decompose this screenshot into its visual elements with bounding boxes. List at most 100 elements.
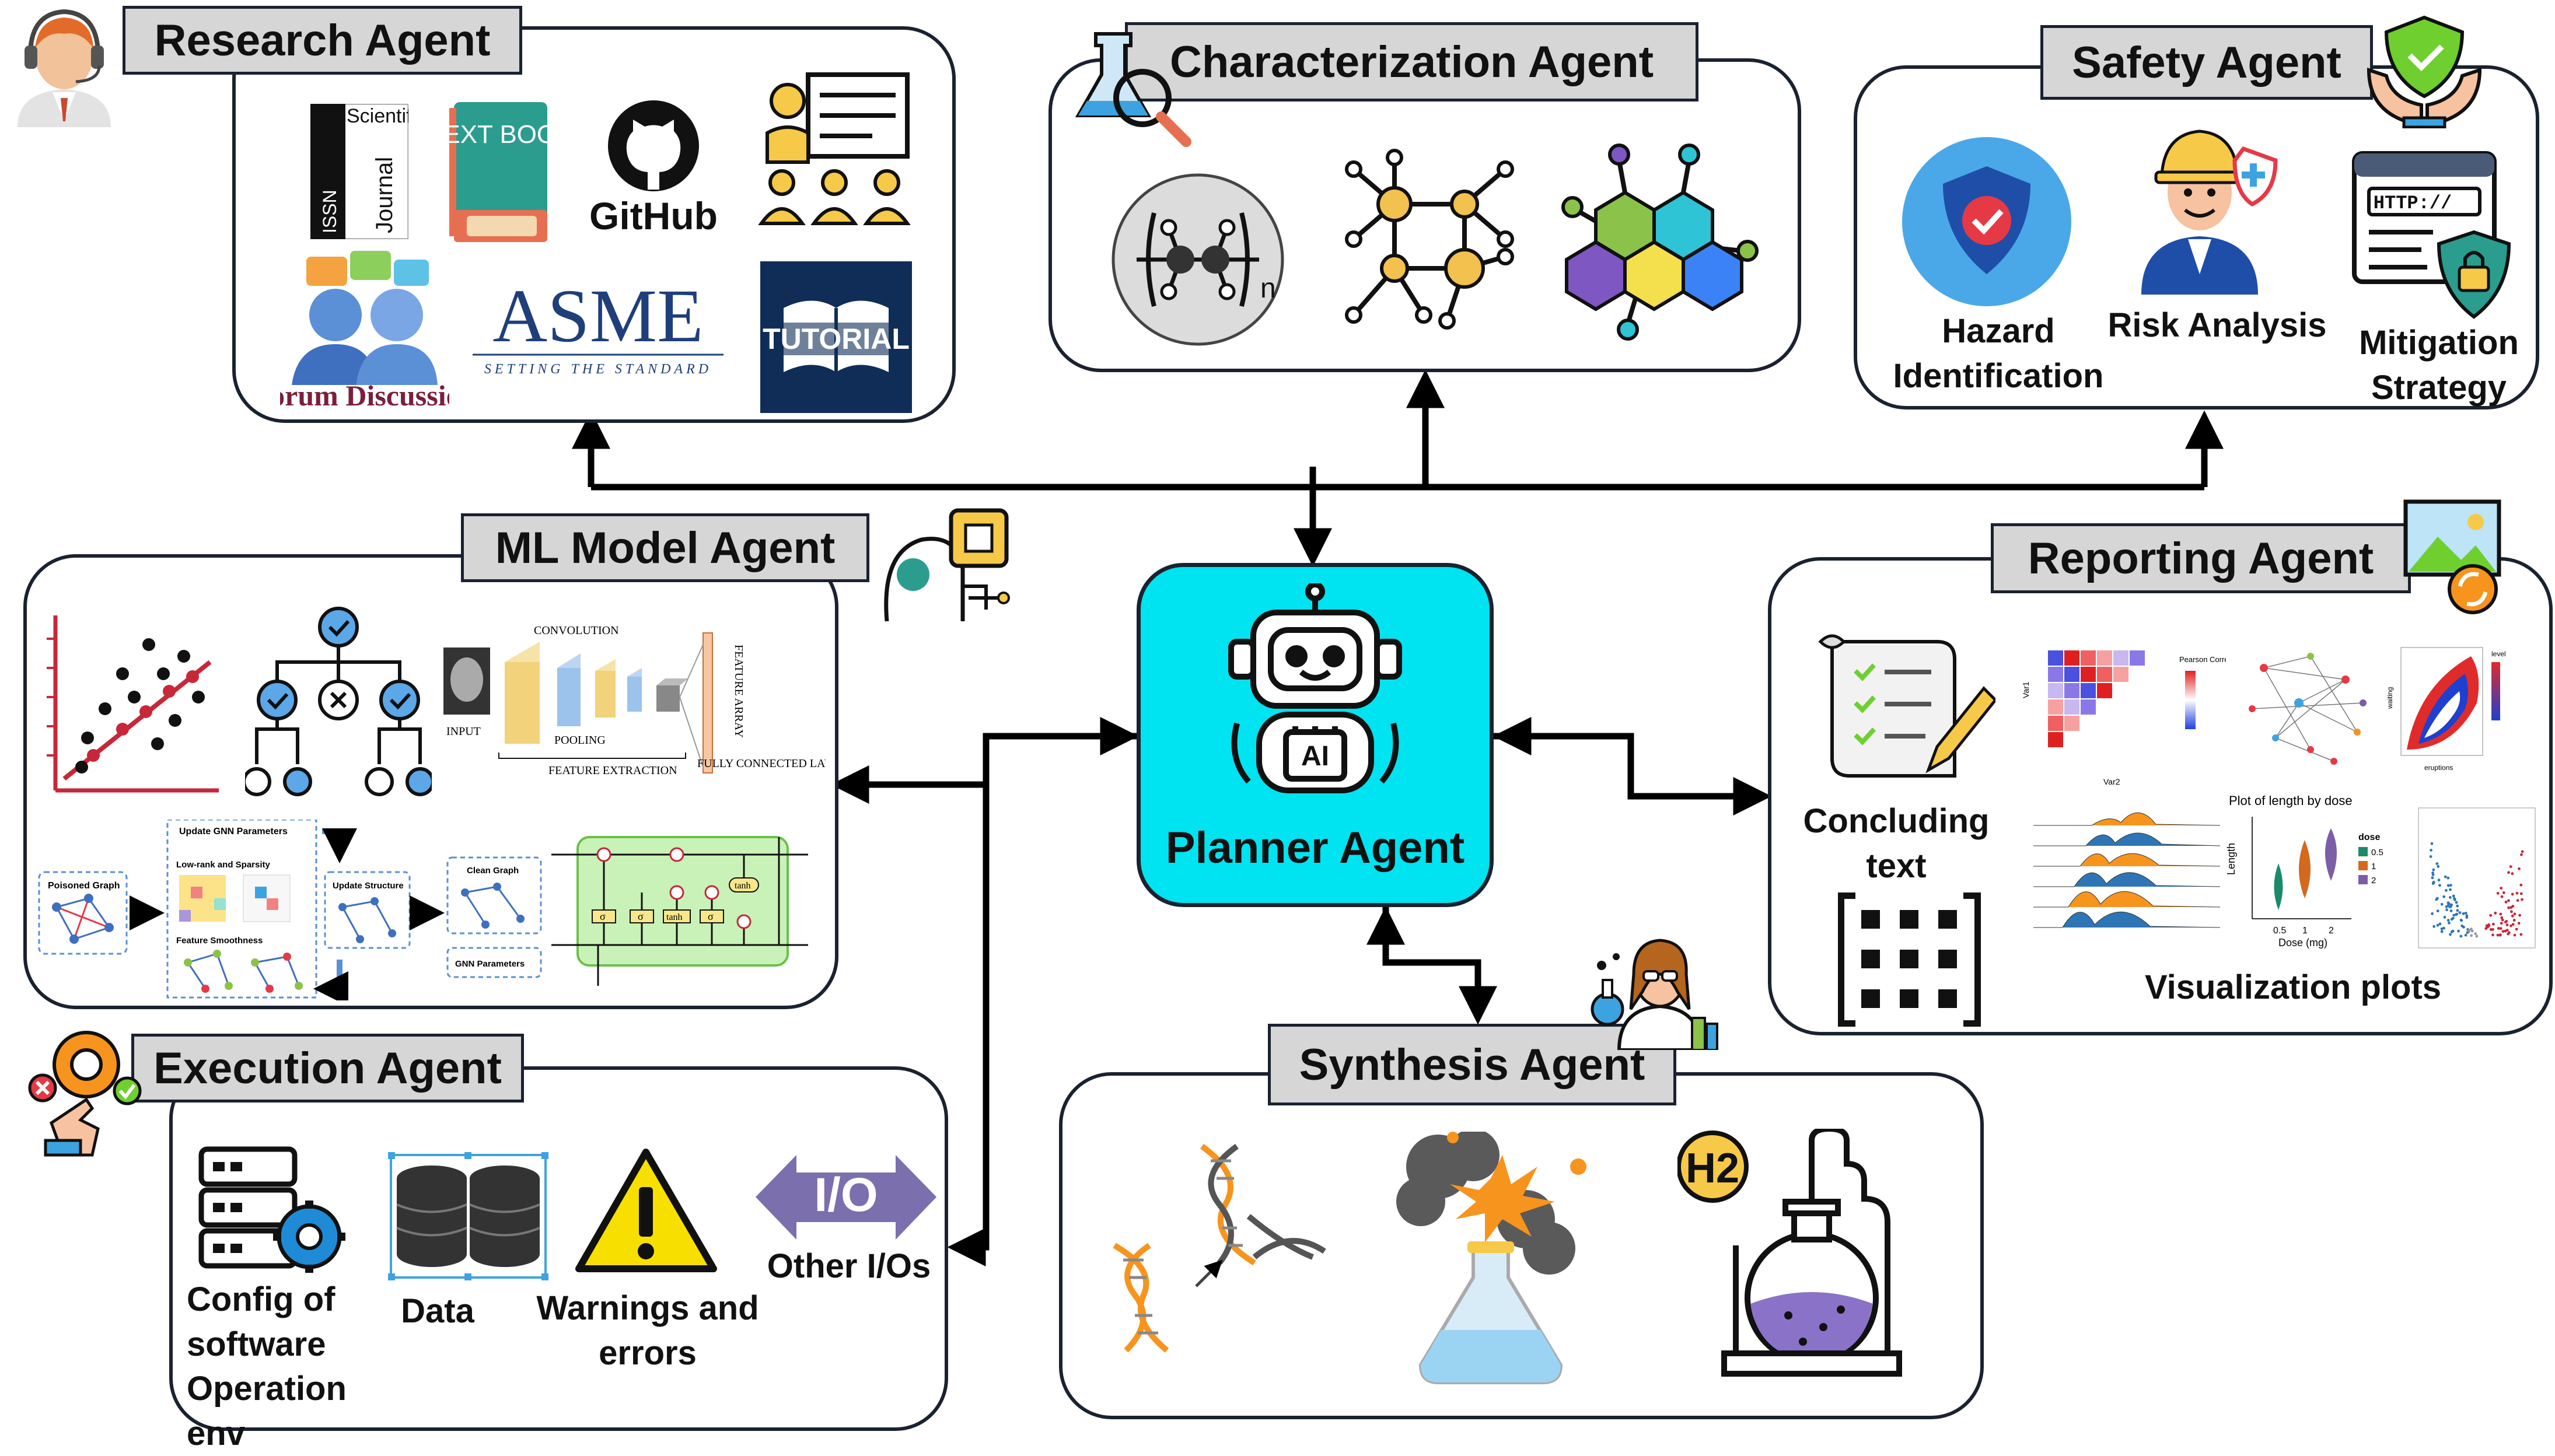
gnn-clean-label: Clean Graph <box>467 866 519 876</box>
corr-cell <box>2064 650 2079 666</box>
scientific-journal-icon: Scientific Journal ISSN <box>310 104 408 239</box>
volcano-point <box>2509 865 2512 869</box>
issn-text: ISSN <box>319 190 340 233</box>
volcano-point <box>2521 898 2523 901</box>
ai-chip-label: AI <box>1301 741 1329 772</box>
volcano-point <box>2445 905 2448 908</box>
volcano-point <box>2443 915 2446 919</box>
volcano-point <box>2511 923 2515 926</box>
volcano-point <box>2489 914 2493 917</box>
violin-legend-2: 1 <box>2371 862 2376 872</box>
volcano-point <box>2492 922 2495 926</box>
volcano-point <box>2446 901 2450 905</box>
research-agent-tag: Research Agent <box>123 6 522 75</box>
matrix-bracket-icon <box>1838 892 1981 1027</box>
volcano-point <box>2501 930 2505 933</box>
cnn-feature-array-label: FEATURE ARRAY <box>732 645 745 738</box>
corr-xlabel: Var2 <box>2103 777 2120 786</box>
volcano-point <box>2470 934 2473 937</box>
database-icon <box>388 1152 548 1280</box>
corr-cell <box>2113 667 2128 682</box>
volcano-point <box>2438 922 2442 926</box>
volcano-point <box>2444 875 2447 878</box>
io-text: I/O <box>814 1168 878 1222</box>
http-text: HTTP:// <box>2374 192 2452 214</box>
hexagon-molecule-icon <box>1561 144 1759 341</box>
volcano-point <box>2511 914 2514 918</box>
volcano-point <box>2450 918 2453 921</box>
volcano-point <box>2496 892 2500 895</box>
corr-cell <box>2081 699 2096 715</box>
violin-legend-3: 2 <box>2371 876 2376 886</box>
volcano-point <box>2446 919 2450 922</box>
warning-icon <box>575 1149 717 1272</box>
corr-cell <box>2064 699 2079 715</box>
tutorial-text: TUTORIAL <box>763 323 910 355</box>
lab-magnifier-icon <box>1075 32 1191 147</box>
volcano-point <box>2517 922 2521 925</box>
volcano-point <box>2494 911 2497 915</box>
lstm-tanh-2: tanh <box>735 881 751 891</box>
volcano-point <box>2484 927 2488 930</box>
volcano-point <box>2436 909 2439 913</box>
correlation-heatmap-thumbnail: Var1 Var2 Pearson Correlation <box>2022 650 2226 786</box>
density-plot-thumbnail: waiting eruptions level <box>2386 647 2506 772</box>
volcano-point <box>2518 867 2521 870</box>
cnn-pooling-label: POOLING <box>554 734 606 747</box>
h2-text: H2 <box>1686 1145 1739 1192</box>
volcano-point <box>2515 891 2519 895</box>
gnn-smoothness-label: Feature Smoothness <box>176 936 263 946</box>
gear-hand-icon <box>28 1031 142 1157</box>
volcano-point <box>2462 912 2465 915</box>
corr-ylabel: Var1 <box>2022 681 2030 698</box>
volcano-point <box>2519 892 2523 895</box>
volcano-point <box>2458 911 2462 914</box>
volcano-point <box>2474 932 2477 935</box>
volcano-point <box>2438 884 2441 887</box>
ridgeline-plot-thumbnail <box>2033 812 2221 928</box>
volcano-point <box>2459 935 2463 938</box>
server-config-icon <box>198 1146 345 1273</box>
ml-model-agent-tag: ML Model Agent <box>461 513 869 582</box>
cnn-fully-connected-label: FULLY CONNECTED LAYER <box>697 757 826 770</box>
volcano-point <box>2500 895 2504 898</box>
network-graph-thumbnail <box>2249 653 2367 765</box>
volcano-point <box>2440 930 2444 933</box>
violin-tick-3: 2 <box>2329 926 2334 936</box>
corr-cell <box>2048 683 2063 698</box>
data-label: Data <box>401 1292 474 1330</box>
volcano-point <box>2430 842 2434 845</box>
scientist-icon <box>1591 939 1718 1050</box>
volcano-point <box>2453 897 2456 900</box>
volcano-point <box>2449 933 2452 936</box>
corr-cell <box>2097 683 2112 698</box>
volcano-point <box>2448 921 2451 925</box>
scroll-checklist-icon <box>1818 634 1995 778</box>
volcano-point <box>2435 898 2438 901</box>
density-xlabel: eruptions <box>2424 764 2453 772</box>
gnn-purification-diagram: Poisoned Graph Update GNN Parameters Low… <box>38 820 542 1000</box>
volcano-point <box>2520 853 2523 856</box>
gnn-update-params-label: Update GNN Parameters <box>179 827 288 836</box>
volcano-point <box>2500 916 2504 919</box>
volcano-point <box>2455 913 2458 916</box>
corr-cell <box>2064 716 2079 731</box>
volcano-point <box>2505 920 2508 923</box>
characterization-agent-tag: Characterization Agent <box>1125 22 1698 102</box>
corr-cell <box>2048 699 2063 715</box>
asme-text: ASME <box>492 280 703 358</box>
volcano-point <box>2449 909 2453 912</box>
gnn-poisoned-label: Poisoned Graph <box>48 881 120 891</box>
dna-icon <box>1113 1143 1326 1353</box>
cnn-input-label: INPUT <box>446 725 481 738</box>
volcano-point <box>2467 929 2470 932</box>
polymer-subscript-n: n <box>1260 273 1276 304</box>
lstm-sigma-2: σ <box>638 911 644 922</box>
density-ylabel: waiting <box>2386 687 2394 709</box>
h2-flask-icon: H2 <box>1677 1129 1902 1377</box>
volcano-point <box>2460 924 2464 928</box>
gnn-lowrank-label: Low-rank and Sparsity <box>176 860 271 870</box>
volcano-point <box>2502 891 2505 894</box>
